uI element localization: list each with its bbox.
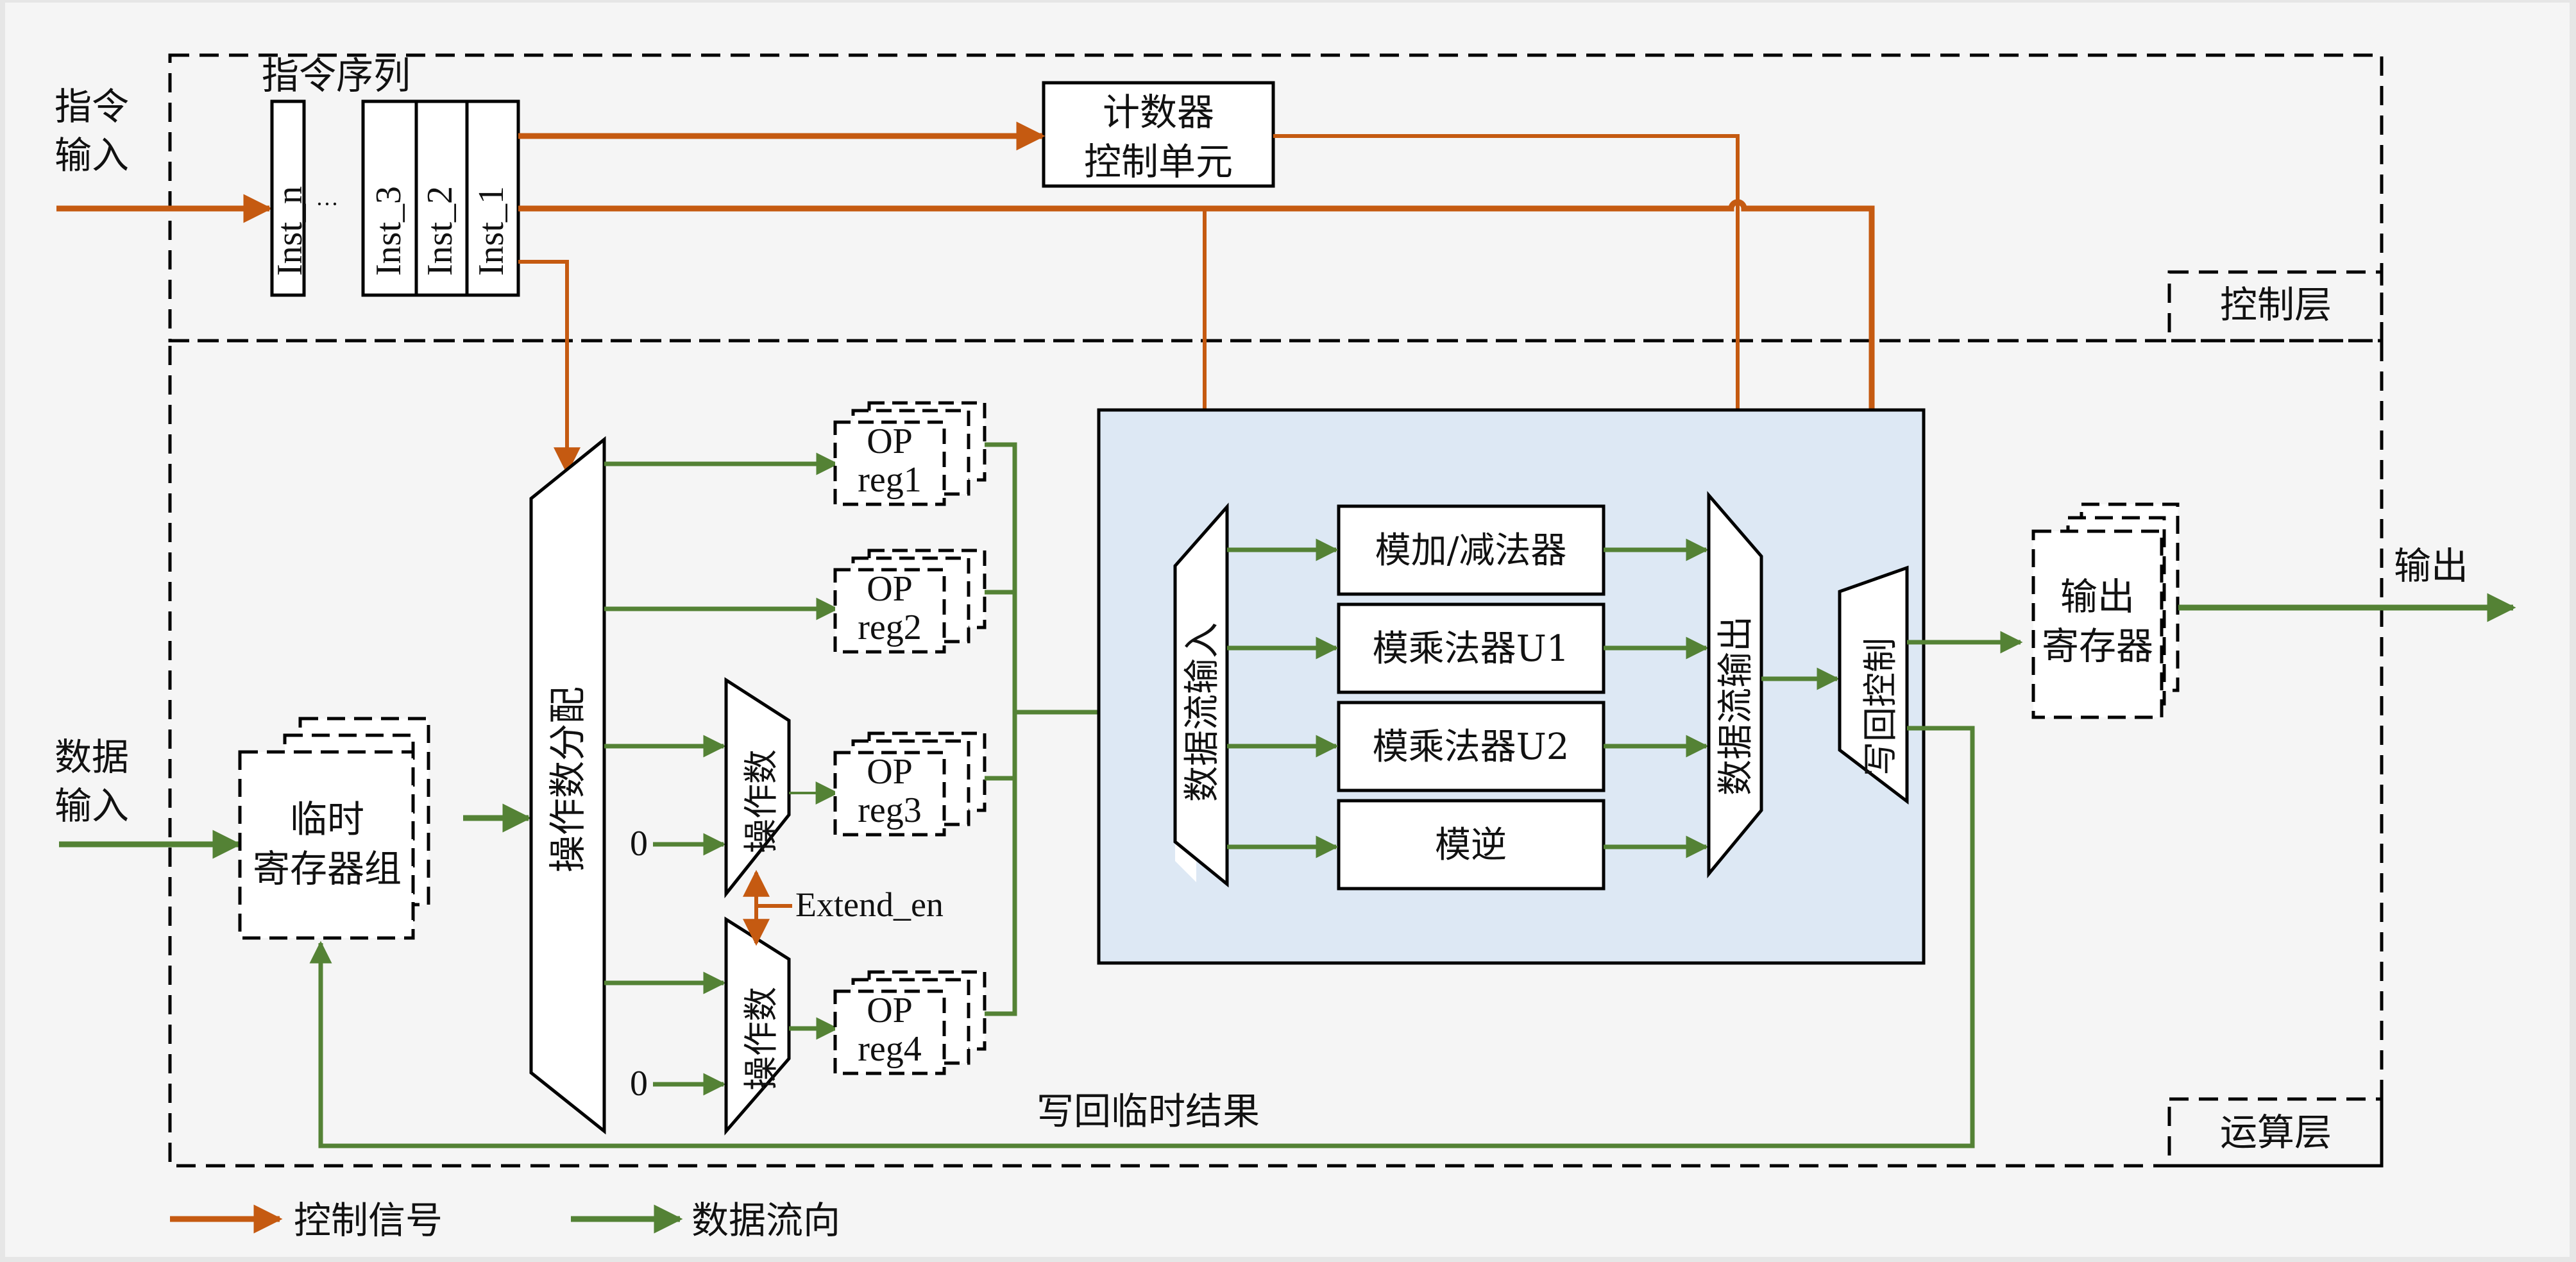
- dataflow-input-selector: 数据流输入: [1173, 502, 1229, 888]
- zero-input-2: 0: [630, 1064, 648, 1104]
- data-input-label: 数据 输入: [55, 735, 129, 828]
- writeback-label: 写回临时结果: [1037, 1089, 1260, 1133]
- data-input-line2: 输入: [55, 784, 129, 828]
- op-register-title: OP: [867, 991, 913, 1030]
- control-layer-label: 控制层: [2220, 283, 2332, 327]
- counter-unit-line1: 计数器: [1103, 90, 1214, 134]
- temp-register-group: 临时 寄存器组: [238, 717, 430, 940]
- op-register-name: reg2: [858, 608, 922, 647]
- instruction-sequence-title: 指令序列: [262, 54, 411, 98]
- compute-unit-box: [1337, 602, 1606, 694]
- compute-layer-label: 运算层: [2220, 1111, 2332, 1154]
- op-register-layer: [833, 420, 946, 506]
- ctrl-counter-to-dataflow-out: [1273, 134, 1751, 520]
- counter-unit-line2: 控制单元: [1084, 140, 1233, 183]
- legend-control-label: 控制信号: [294, 1198, 443, 1242]
- ctrl-inst-to-distributor: [518, 260, 580, 475]
- inst-1-label: Inst_1: [471, 186, 511, 276]
- instruction-input-line2: 输入: [55, 133, 129, 177]
- inst-3-slot: [361, 99, 418, 297]
- compute-unit-label: 模乘法器U1: [1373, 628, 1570, 670]
- ctrl-inst-to-writeback: [518, 199, 1886, 597]
- instruction-input-label: 指令 输入: [55, 85, 129, 177]
- op-register-title: OP: [867, 569, 913, 609]
- op-register-name: reg4: [858, 1029, 922, 1069]
- compute-unit-box: [1337, 701, 1606, 792]
- opreg-bus: [985, 442, 1017, 1016]
- inst-n-slot: [270, 99, 306, 297]
- op-register-layer: [833, 989, 946, 1075]
- dataflow-output-selector: 数据流输出: [1707, 491, 1763, 878]
- data-input-line1: 数据: [55, 735, 129, 779]
- writeback-control-label: 写回控制: [1860, 638, 1901, 776]
- operand-mux-1-label: 操作数: [741, 749, 781, 853]
- op-register-title: OP: [867, 422, 913, 461]
- writeback-loop: [309, 726, 1975, 1148]
- compute-layer-region: [168, 339, 2384, 1168]
- control-layer-tag: 控制层: [2167, 270, 2384, 343]
- output-register: 输出 寄存器: [2031, 502, 2180, 719]
- dataflow-input-label: 数据流输入: [1182, 622, 1223, 802]
- inst-2-slot: [414, 99, 469, 297]
- inst-2-label: Inst_2: [420, 186, 460, 276]
- temp-register-line2: 寄存器组: [253, 847, 402, 891]
- extend-en-label: Extend_en: [795, 885, 944, 924]
- inst-3-label: Inst_3: [369, 186, 409, 276]
- legend: 控制信号 数据流向: [170, 1198, 840, 1242]
- op-register-title: OP: [867, 752, 913, 792]
- compute-unit-4: 模逆: [1227, 799, 1709, 891]
- output-register-line2: 寄存器: [2042, 624, 2153, 668]
- inst-n-label: Inst_n: [270, 186, 310, 276]
- compute-unit-label: 模乘法器U2: [1373, 726, 1570, 768]
- temp-register-line1: 临时: [290, 797, 364, 841]
- operand-mux-2: 操作数: [724, 916, 791, 1136]
- queue-ellipsis: ···: [316, 191, 339, 217]
- op-register-name: reg1: [858, 460, 922, 500]
- zero-input-1: 0: [630, 824, 648, 864]
- counter-control-unit: 计数器 控制单元: [1042, 81, 1275, 188]
- compute-unit-label: 模逆: [1435, 824, 1507, 866]
- compute-layer-tag: 运算层: [2167, 1097, 2384, 1168]
- compute-unit-3: 模乘法器U2: [1227, 701, 1709, 792]
- compute-unit-1: 模加/减法器: [1227, 504, 1709, 596]
- compute-unit-box: [1337, 504, 1606, 596]
- operand-mux-2-label: 操作数: [741, 987, 781, 1091]
- compute-unit-label: 模加/减法器: [1375, 530, 1567, 572]
- op-register-layer: [833, 751, 946, 837]
- instruction-input-line1: 指令: [55, 85, 129, 128]
- writeback-control: 写回控制: [1838, 565, 1909, 805]
- compute-unit-2: 模乘法器U1: [1227, 602, 1709, 694]
- output-register-line1: 输出: [2060, 575, 2135, 618]
- operand-distributor-label: 操作数分配: [546, 686, 589, 873]
- dataflow-output-label: 数据流输出: [1715, 616, 1757, 796]
- operand-distributor: 操作数分配: [529, 436, 606, 1135]
- op-register-name: reg3: [858, 790, 922, 830]
- instruction-queue: Inst_n Inst_3 Inst_2 Inst_1 ···: [270, 99, 520, 297]
- legend-data-label: 数据流向: [691, 1198, 840, 1242]
- inst-1-slot: [465, 99, 520, 297]
- operand-mux-1: 操作数: [724, 677, 791, 899]
- output-label: 输出: [2394, 544, 2468, 588]
- op-register-layer: [833, 568, 946, 654]
